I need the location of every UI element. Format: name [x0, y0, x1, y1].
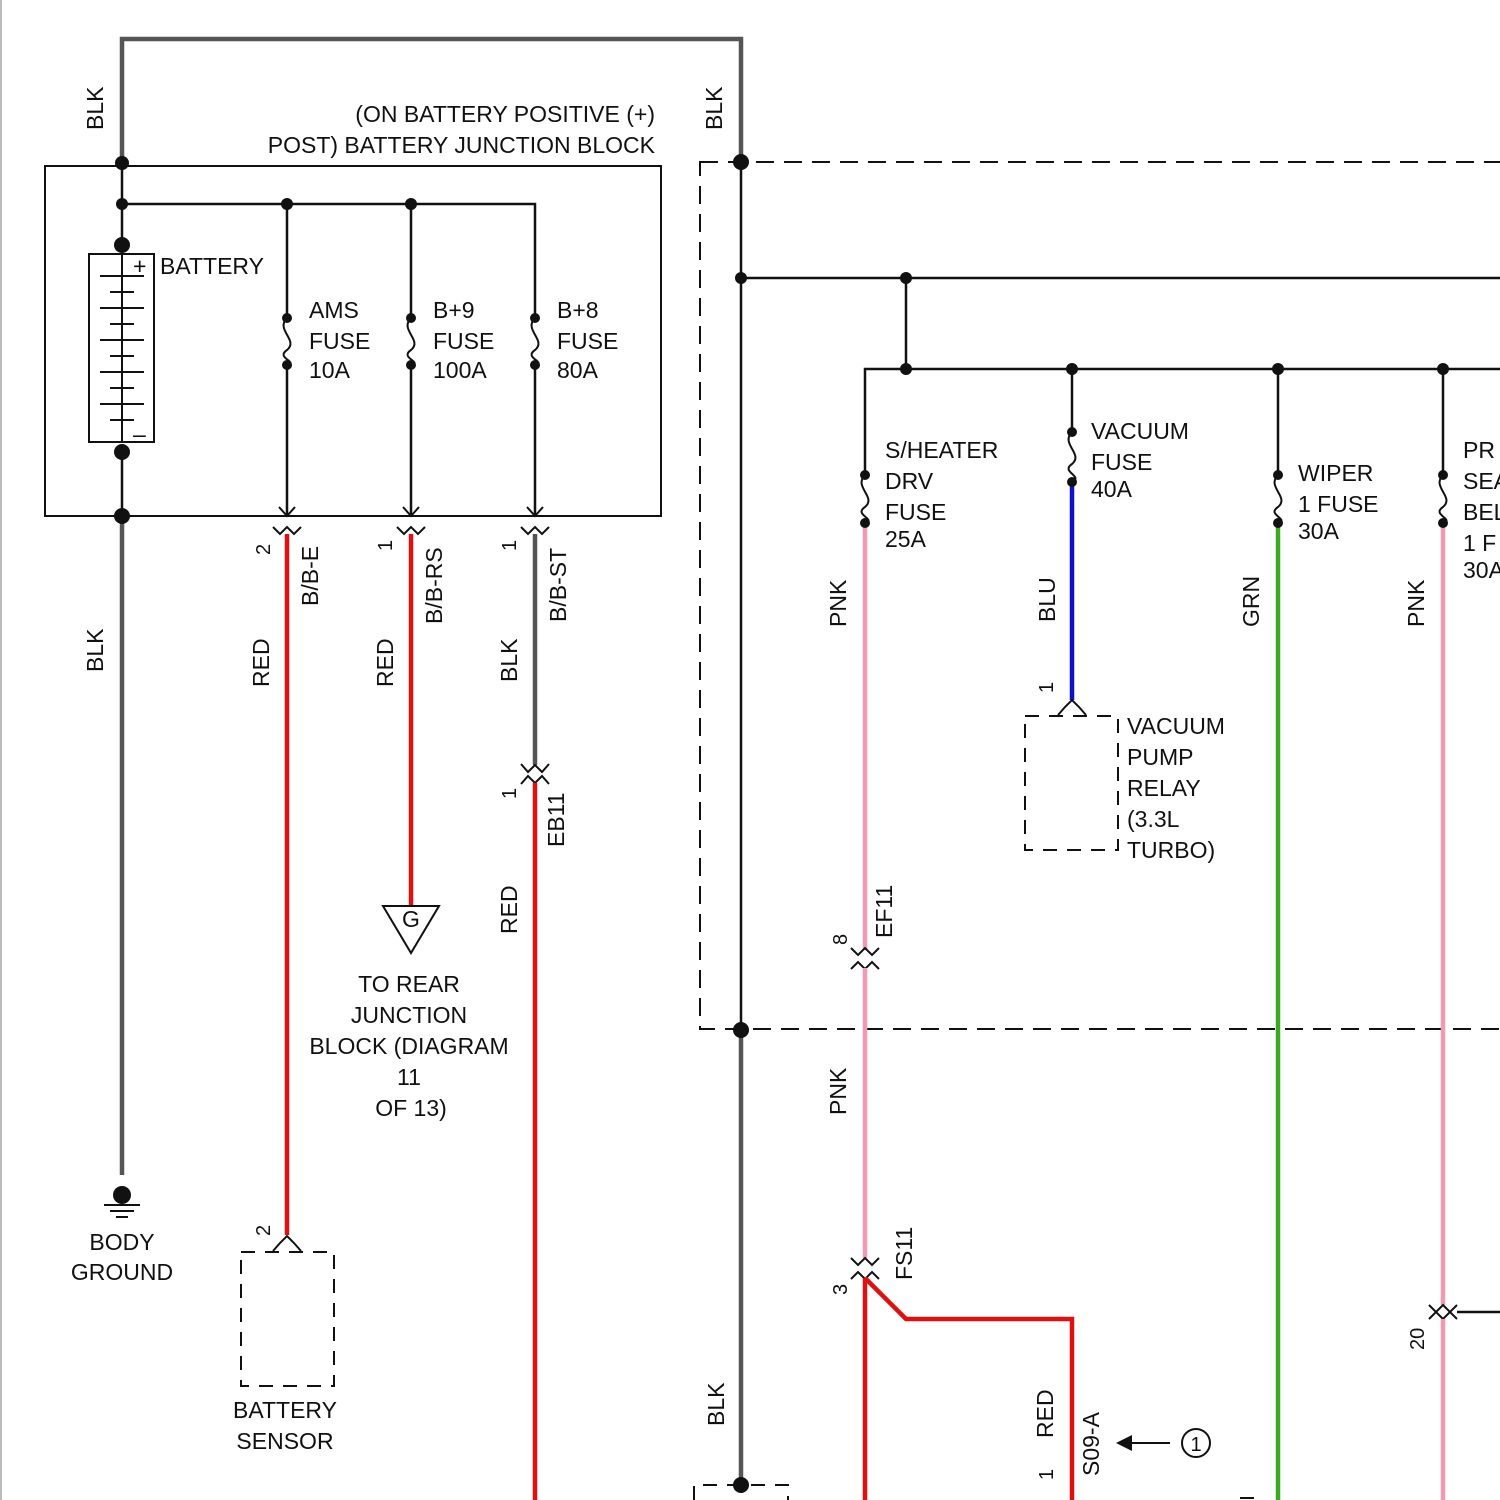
wire-label-red-1: RED [248, 638, 274, 687]
vacuum-relay-label-1: VACUUM [1127, 713, 1225, 739]
sheater-fuse-symbol [862, 475, 869, 523]
sheater-fuse-label-1: S/HEATER [885, 437, 998, 463]
ams-fuse-symbol [284, 318, 291, 365]
pr-fuse-label-1: PR [1463, 437, 1495, 463]
battery-sensor-box [241, 1252, 334, 1386]
battery-label: BATTERY [160, 253, 264, 279]
vacuum-fuse-label-3: 40A [1091, 476, 1133, 502]
wire-label-pnk-2: PNK [1403, 579, 1429, 627]
vacuum-fuse-label-2: FUSE [1091, 449, 1152, 475]
sheater-fuse-label-2: DRV [885, 468, 934, 494]
bp8-fuse-symbol [532, 318, 539, 365]
battery-jb-title-line2: POST) BATTERY JUNCTION BLOCK [268, 132, 656, 158]
sheater-fuse-label-3: FUSE [885, 499, 946, 525]
pin-vacuum-relay: 1 [1036, 682, 1058, 693]
pr-fuse-label-5: 30A [1463, 557, 1500, 583]
connector-bbst: B/B-ST [545, 548, 571, 622]
rear-jb-label-3: BLOCK (DIAGRAM [309, 1033, 508, 1059]
bp9-fuse-label-2: FUSE [433, 328, 494, 354]
battery-symbol [89, 254, 154, 442]
pin-right-connector: 20 [1407, 1328, 1429, 1350]
body-ground-label-1: BODY [89, 1229, 154, 1255]
pr-fuse-label-3: BEL [1463, 499, 1500, 525]
vacuum-relay-label-4: (3.3L [1127, 806, 1180, 832]
bp8-fuse-label-1: B+8 [557, 297, 599, 323]
connector-s09a: S09-A [1078, 1411, 1104, 1476]
wire-label-grn: GRN [1238, 576, 1264, 627]
bp8-fuse-label-2: FUSE [557, 328, 618, 354]
vacuum-fuse-symbol [1069, 432, 1076, 482]
connector-bbe: B/B-E [297, 546, 323, 606]
ams-fuse-label-2: FUSE [309, 328, 370, 354]
pin-battery-sensor: 2 [253, 1225, 275, 1236]
wire-label-pnk-lower: PNK [825, 1067, 851, 1115]
connector-fs11: FS11 [891, 1227, 917, 1280]
ams-fuse-label-3: 10A [309, 357, 351, 383]
wire-label-red-lower: RED [1032, 1389, 1058, 1438]
ground-symbol [104, 1186, 140, 1217]
pin-bbrs: 1 [375, 540, 397, 551]
wire-label-pnk-1: PNK [825, 579, 851, 627]
pr-fuse-label-2: SEA [1463, 468, 1500, 494]
battery-sensor-label-2: SENSOR [236, 1428, 333, 1454]
battery-jb-title-line1: (ON BATTERY POSITIVE (+) [355, 101, 655, 127]
bp8-fuse-label-3: 80A [557, 357, 599, 383]
bp9-fuse-label-1: B+9 [433, 297, 475, 323]
battery-minus-sign: – [133, 421, 146, 447]
wire-label-blk-top-left: BLK [82, 86, 108, 130]
pin-fs11: 3 [830, 1284, 852, 1295]
wire-label-blu: BLU [1034, 577, 1060, 622]
rear-jb-label-4: 11 [397, 1064, 421, 1090]
rear-jb-label-1: TO REAR [358, 971, 460, 997]
wiper-fuse-label-1: WIPER [1298, 460, 1373, 486]
ams-fuse-label-1: AMS [309, 297, 359, 323]
rear-jb-label-5: OF 13) [375, 1095, 447, 1121]
pin-ef11: 8 [830, 934, 852, 945]
vacuum-pump-relay-box [1025, 716, 1118, 850]
rear-jb-label-2: JUNCTION [351, 1002, 467, 1028]
wire-red-fs11-branch [865, 1278, 1072, 1500]
battery-sensor-label-1: BATTERY [233, 1397, 337, 1423]
wiper-fuse-label-2: 1 FUSE [1298, 491, 1379, 517]
wire-label-blk-3: BLK [496, 638, 522, 682]
connector-eb11: EB11 [543, 792, 569, 847]
battery-plus-sign: + [133, 253, 146, 279]
pin-bbst: 1 [499, 540, 521, 551]
bp9-fuse-symbol [408, 318, 415, 365]
junction-dots [114, 154, 1449, 1493]
wiper-fuse-label-3: 30A [1298, 518, 1340, 544]
wire-label-blk-left: BLK [82, 628, 108, 672]
pin-s09a: 1 [1036, 1469, 1058, 1480]
vacuum-relay-label-5: TURBO) [1127, 837, 1215, 863]
pin-eb11: 1 [499, 788, 521, 799]
connector-bbrs: B/B-RS [421, 547, 447, 624]
pr-fuse-label-4: 1 F [1463, 530, 1496, 556]
pin-bbe: 2 [253, 544, 275, 555]
connector-ef11: EF11 [871, 885, 897, 938]
bp9-fuse-label-3: 100A [433, 357, 487, 383]
vacuum-relay-label-2: PUMP [1127, 744, 1193, 770]
rear-jb-flag-letter: G [402, 906, 420, 932]
sheater-fuse-label-4: 25A [885, 526, 927, 552]
engine-room-junction-block-frame [700, 162, 1500, 1029]
body-ground-label-2: GROUND [71, 1259, 173, 1285]
vacuum-fuse-label-1: VACUUM [1091, 418, 1189, 444]
reference-circle-number: 1 [1190, 1434, 1201, 1456]
wire-label-red-2: RED [372, 638, 398, 687]
vacuum-relay-label-3: RELAY [1127, 775, 1201, 801]
wiper-fuse-symbol [1275, 475, 1282, 523]
wire-label-blk-top-mid: BLK [701, 86, 727, 130]
pr-fuse-symbol [1440, 475, 1447, 523]
wire-label-red-3: RED [496, 885, 522, 934]
wire-label-blk-lower: BLK [703, 1382, 729, 1426]
